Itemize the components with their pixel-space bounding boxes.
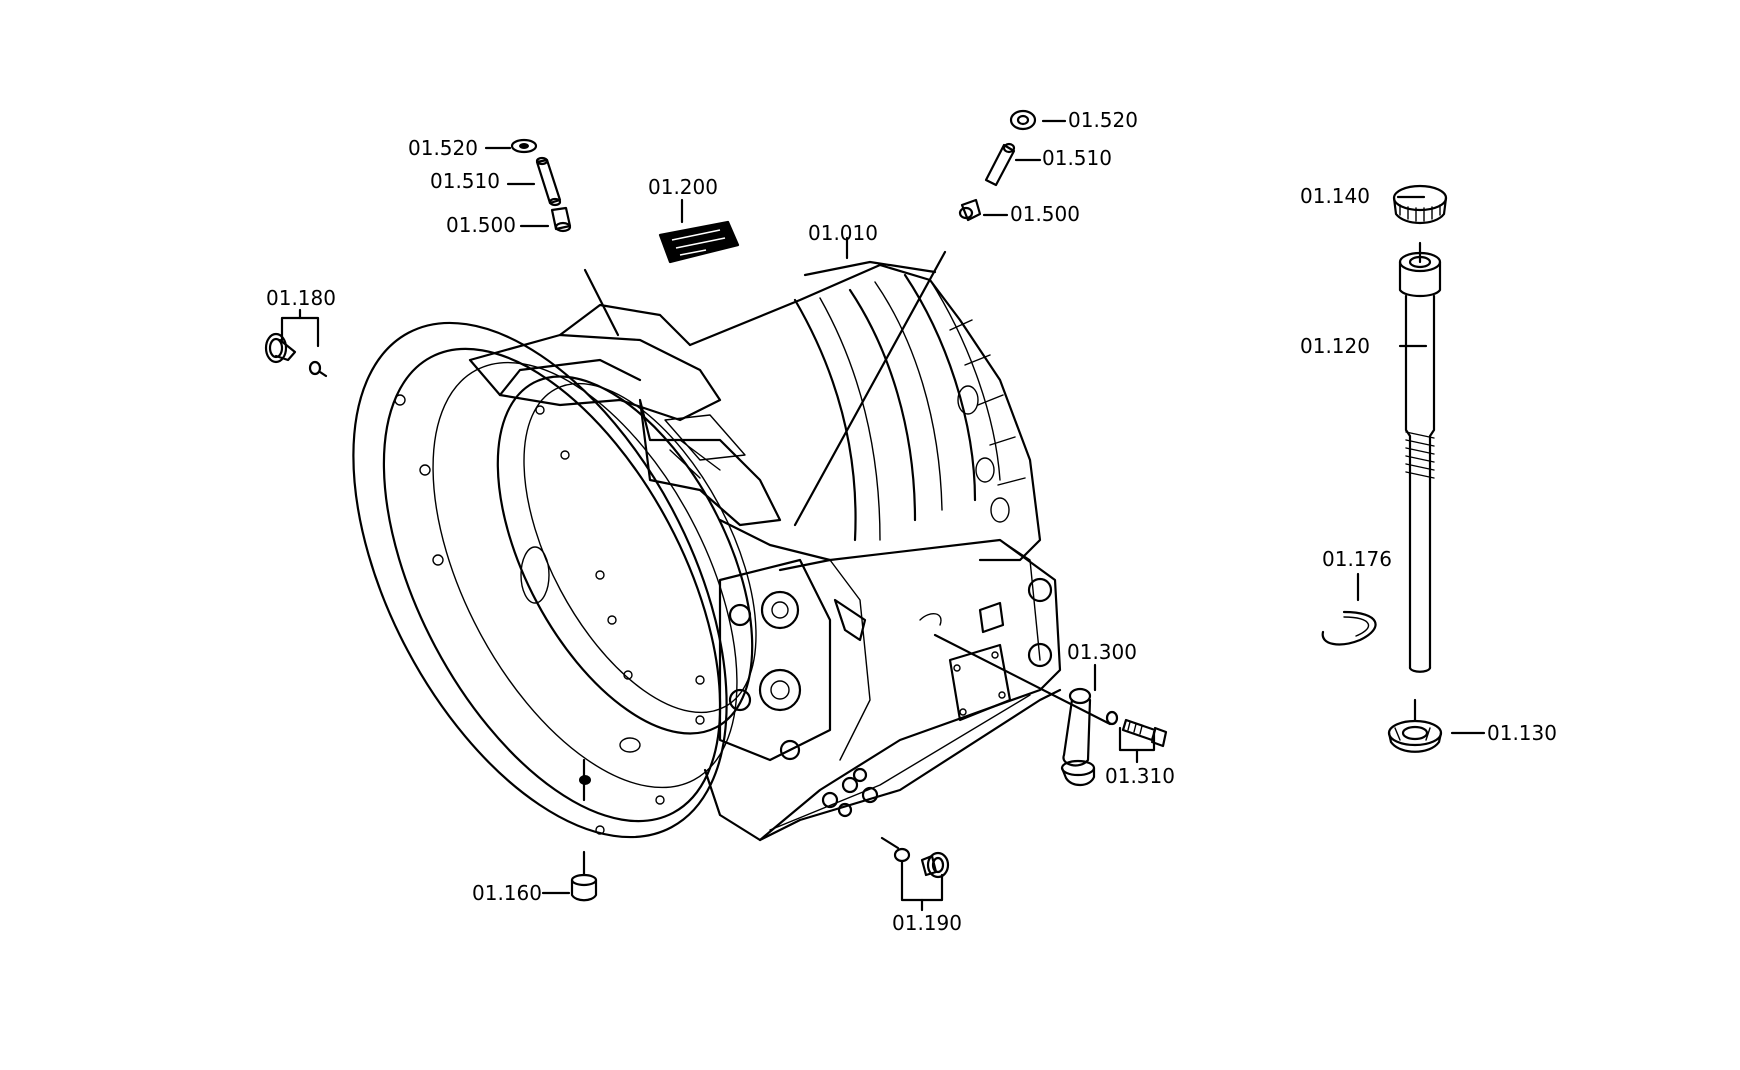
pin-left	[535, 156, 562, 207]
label-01-160: 01.160	[472, 881, 542, 905]
pipe-elbow-300	[1060, 687, 1096, 787]
bolt-310	[1105, 710, 1168, 748]
screw-plug-190	[893, 847, 950, 879]
pin-right	[984, 142, 1016, 187]
plug-160	[570, 873, 598, 902]
nameplate	[658, 220, 740, 264]
transmission-housing	[352, 260, 1062, 842]
label-01-500-left: 01.500	[446, 213, 516, 237]
label-01-120: 01.120	[1300, 334, 1370, 358]
plug-right	[958, 198, 982, 222]
washer-right	[1009, 109, 1037, 131]
label-01-500-right: 01.500	[1010, 202, 1080, 226]
label-01-520-right: 01.520	[1068, 108, 1138, 132]
label-01-200: 01.200	[648, 175, 718, 199]
label-01-010: 01.010	[808, 221, 878, 245]
tube-120	[1398, 251, 1442, 673]
label-01-510-right: 01.510	[1042, 146, 1112, 170]
slotted-nut-130	[1387, 719, 1443, 753]
label-01-140: 01.140	[1300, 184, 1370, 208]
cap-140	[1392, 184, 1448, 225]
label-01-300: 01.300	[1067, 640, 1137, 664]
label-01-510-left: 01.510	[430, 169, 500, 193]
plug-left	[550, 206, 572, 233]
washer-left	[510, 138, 538, 154]
label-01-310: 01.310	[1105, 764, 1175, 788]
label-01-190: 01.190	[892, 911, 962, 935]
screw-plug-180	[264, 332, 328, 378]
leader-lines	[280, 119, 1486, 912]
label-01-520-left: 01.520	[408, 136, 478, 160]
part-labels: 01.520 01.510 01.500 01.200 01.010 01.52…	[266, 108, 1557, 935]
label-01-176: 01.176	[1322, 547, 1392, 571]
label-01-180: 01.180	[266, 286, 336, 310]
label-01-130: 01.130	[1487, 721, 1557, 745]
snap-ring-176	[1321, 610, 1377, 646]
